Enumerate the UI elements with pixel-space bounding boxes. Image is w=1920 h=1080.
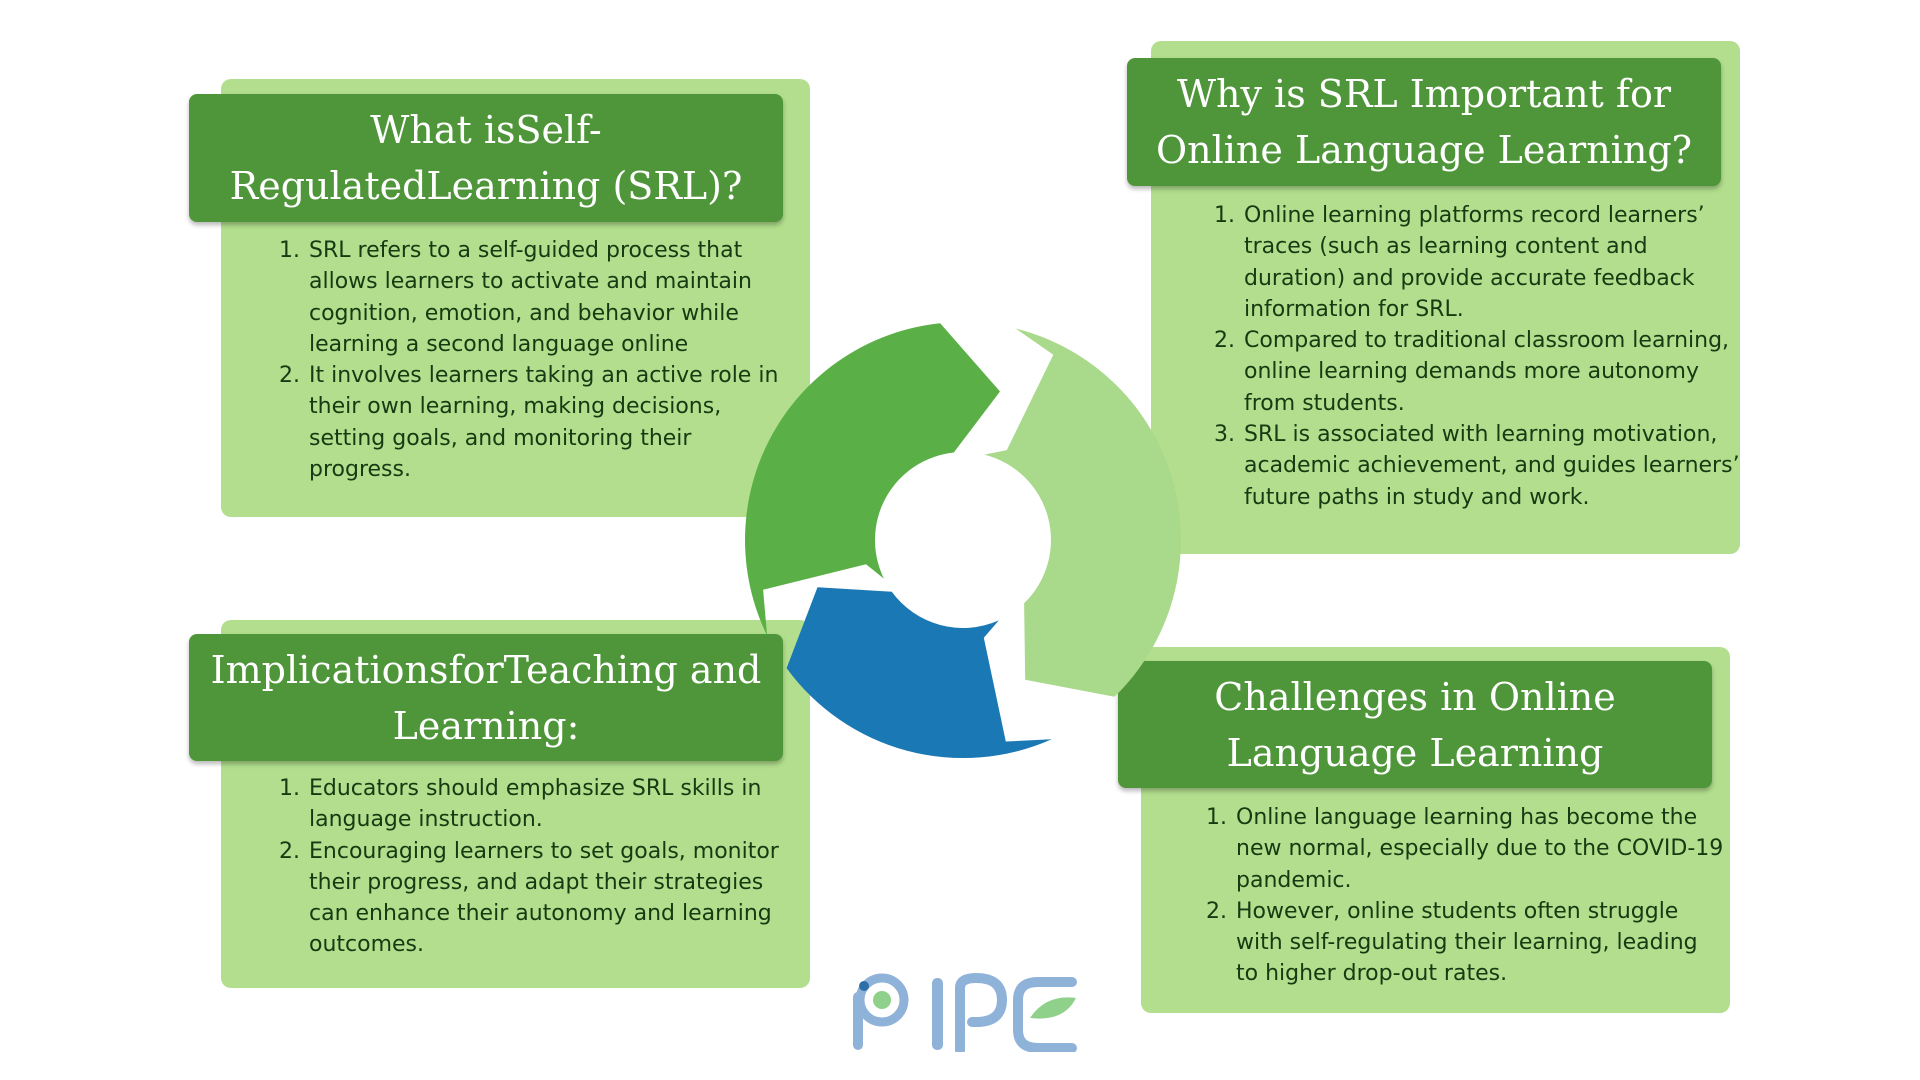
challenges-title: Challenges in Online Language Learning — [1118, 661, 1712, 788]
pipe-logo-icon — [853, 972, 1077, 1052]
challenges-list: Online language learning has become the … — [1210, 802, 1724, 990]
logo-dot-blue — [859, 981, 869, 991]
cycle-segment-green — [745, 323, 1000, 636]
cycle-segment-blue — [786, 587, 1052, 759]
list-item: Educators should emphasize SRL skills in… — [307, 773, 807, 836]
what-is-srl-title: What isSelf-RegulatedLearning (SRL)? — [189, 94, 783, 222]
list-item: SRL is associated with learning motivati… — [1242, 419, 1740, 513]
list-item: It involves learners taking an active ro… — [307, 360, 787, 485]
what-is-srl-list: SRL refers to a self-guided process that… — [283, 235, 787, 485]
logo-p — [955, 972, 1008, 1052]
logo-dot-green — [873, 991, 891, 1009]
implications-title: ImplicationsforTeaching and Learning: — [189, 634, 783, 761]
cycle-segment-light-green — [984, 328, 1181, 697]
list-item: Online learning platforms record learner… — [1242, 200, 1740, 325]
implications-list: Educators should emphasize SRL skills in… — [283, 773, 807, 961]
logo-i — [932, 978, 943, 1050]
list-item: SRL refers to a self-guided process that… — [307, 235, 787, 360]
list-item: However, online students often struggle … — [1234, 896, 1724, 990]
circular-arrows-icon — [745, 323, 1181, 759]
list-item: Online language learning has become the … — [1234, 802, 1724, 896]
list-item: Compared to traditional classroom learni… — [1242, 325, 1740, 419]
why-srl-important-list: Online learning platforms record learner… — [1218, 200, 1740, 513]
logo-e — [1013, 977, 1077, 1052]
logo-p-stem — [853, 992, 863, 1050]
list-item: Encouraging learners to set goals, monit… — [307, 836, 807, 961]
why-srl-important-title: Why is SRL Important for Online Language… — [1127, 58, 1721, 186]
logo-leaf — [1030, 997, 1076, 1019]
